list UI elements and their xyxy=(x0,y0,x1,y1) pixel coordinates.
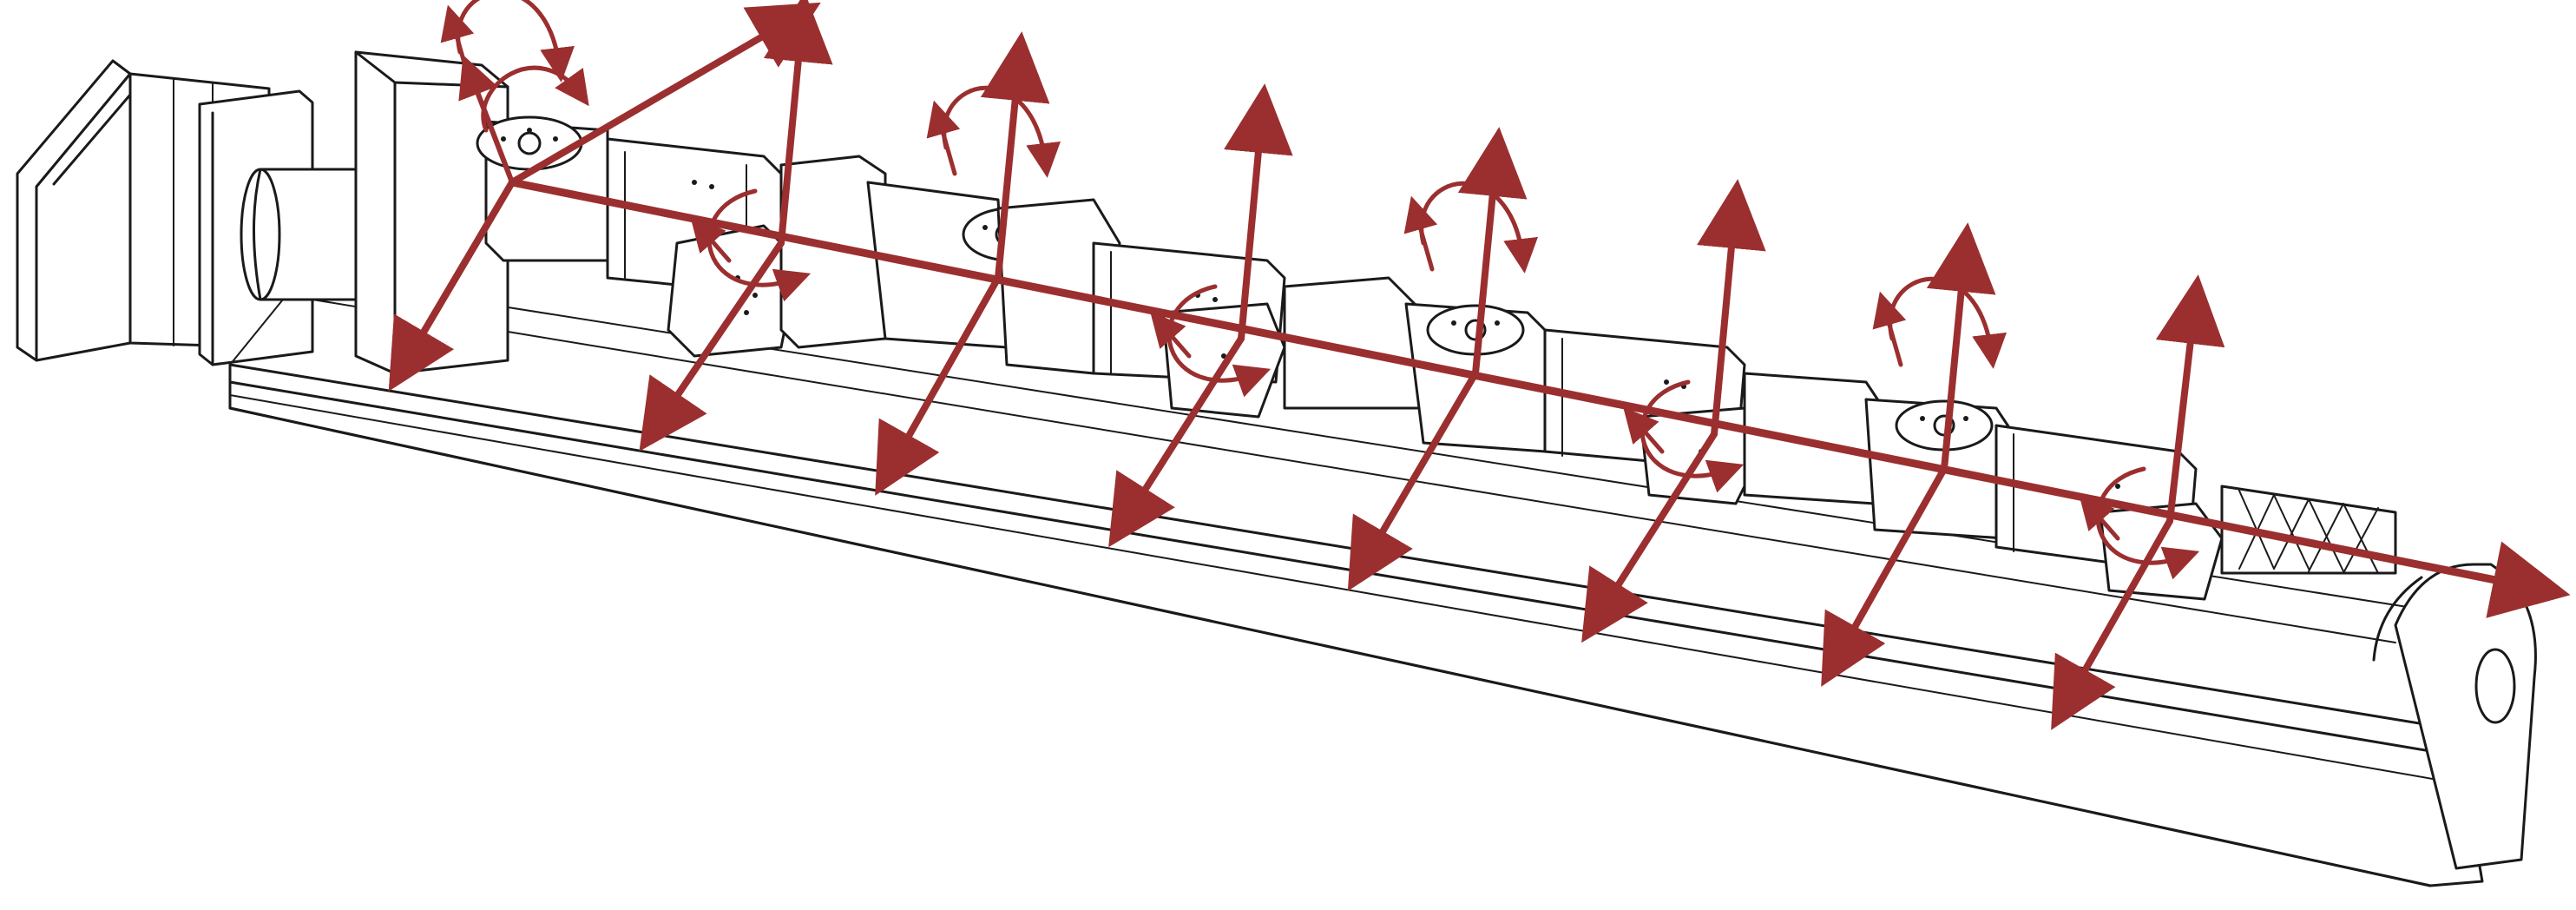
joint-axis-out xyxy=(1581,431,1718,643)
arm-longitudinal-axis xyxy=(508,178,2571,618)
joint-rotation-arrow xyxy=(2095,466,2200,580)
joint-axes-overlay xyxy=(388,0,2571,730)
joint-rotation-arrow xyxy=(1166,284,1272,398)
joint-axis-short xyxy=(2079,493,2120,541)
robot-hardware-drawing xyxy=(16,50,2537,887)
joint-rotation-arrow xyxy=(1888,276,2007,369)
joint-rotation-arrow xyxy=(706,188,812,302)
joint-axis-out xyxy=(1347,370,1479,591)
joint-axis-out xyxy=(1821,465,1948,687)
joint-axis-up xyxy=(1457,127,1528,377)
base-frame-axis-short xyxy=(458,55,515,185)
joint-axis-up xyxy=(980,31,1050,281)
joint-axis-short xyxy=(1623,406,1665,454)
joint-rotation-arrow xyxy=(1640,379,1745,493)
joint-axis-short xyxy=(1150,311,1192,359)
joint-axis-out xyxy=(1108,335,1245,548)
joint-rotation-arrow xyxy=(942,85,1061,178)
joint-axis-short xyxy=(440,4,475,81)
joint-axis-up xyxy=(1926,222,1996,472)
joint-axis-out xyxy=(388,179,516,392)
joint-axis-out xyxy=(875,274,1002,496)
joint-axis-up xyxy=(509,2,821,186)
joint-axis-up xyxy=(2155,274,2225,524)
joint-axis-short xyxy=(1872,291,1907,367)
joint-rotation-arrow xyxy=(456,0,575,82)
joint-rotation-arrow xyxy=(1419,181,1538,274)
joint-axis-up xyxy=(1697,179,1766,438)
joint-axis-out xyxy=(2051,518,2173,730)
joint-axis-up xyxy=(763,0,833,247)
joint-axis-short xyxy=(690,215,732,263)
joint-axis-short xyxy=(1403,195,1438,272)
joint-axis-out xyxy=(639,240,785,452)
joint-axis-short xyxy=(926,100,961,176)
joint-axis-up xyxy=(1224,83,1293,342)
